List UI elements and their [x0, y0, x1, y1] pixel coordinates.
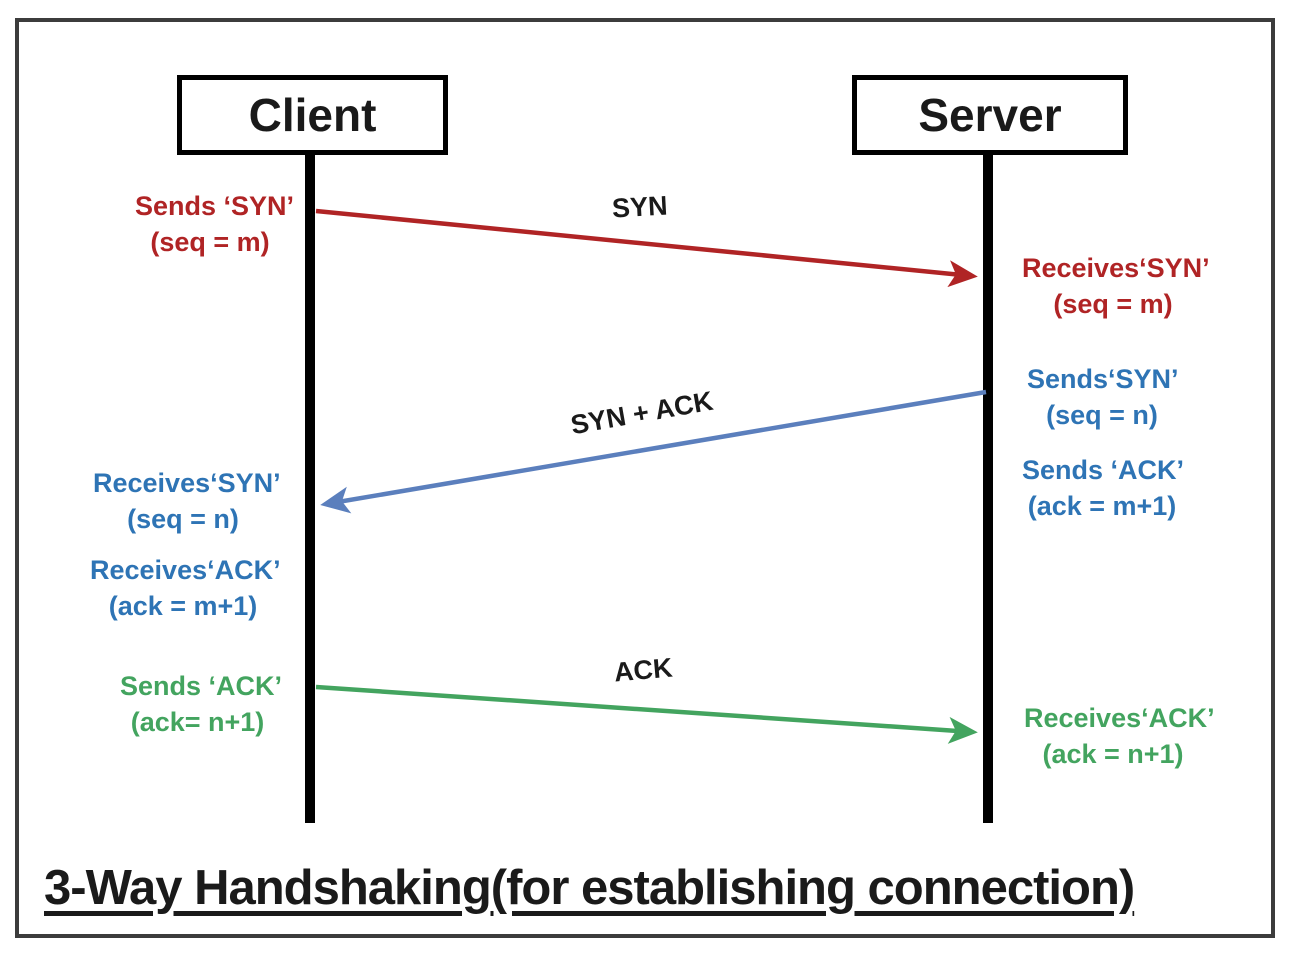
- note-line: (ack= n+1): [130, 707, 265, 737]
- server-actor-box: Server: [852, 75, 1128, 155]
- note-line: (ack = m+1): [108, 591, 258, 621]
- syn-arrow-label: SYN: [611, 190, 669, 224]
- server-sends-ack-note: Sends ‘ACK’ (ack = m+1): [1022, 452, 1185, 524]
- client-sends-syn-note: Sends ‘SYN’ (seq = m): [135, 188, 295, 260]
- client-actor-box: Client: [177, 75, 448, 155]
- note-line: (seq = m): [1053, 289, 1173, 319]
- note-line: (ack = m+1): [1027, 491, 1177, 521]
- client-sends-ack-note: Sends ‘ACK’ (ack= n+1): [120, 668, 283, 740]
- note-line: Sends ‘SYN’: [135, 191, 295, 221]
- client-receives-ack-note: Receives‘ACK’ (ack = m+1): [90, 552, 281, 624]
- note-line: Receives‘ACK’: [1024, 703, 1215, 733]
- note-line: Receives‘ACK’: [90, 555, 281, 585]
- server-label: Server: [918, 89, 1062, 141]
- server-sends-syn-note: Sends‘SYN’ (seq = n): [1027, 361, 1179, 433]
- client-label: Client: [248, 89, 377, 141]
- note-line: Sends ‘ACK’: [120, 671, 283, 701]
- note-line: Receives‘SYN’: [1022, 253, 1210, 283]
- note-line: Receives‘SYN’: [93, 468, 281, 498]
- client-lifeline: [305, 153, 315, 823]
- note-line: Sends‘SYN’: [1027, 364, 1179, 394]
- diagram-title: 3-Way Handshaking(for establishing conne…: [44, 861, 1135, 915]
- server-lifeline: [983, 153, 993, 823]
- note-line: Sends ‘ACK’: [1022, 455, 1185, 485]
- client-receives-syn-note: Receives‘SYN’ (seq = n): [93, 465, 281, 537]
- server-receives-ack-note: Receives‘ACK’ (ack = n+1): [1024, 700, 1215, 772]
- ack-arrow-label: ACK: [612, 652, 674, 688]
- note-line: (seq = n): [127, 504, 239, 534]
- note-line: (seq = n): [1046, 400, 1158, 430]
- note-line: (seq = m): [150, 227, 270, 257]
- server-receives-syn-note: Receives‘SYN’ (seq = m): [1022, 250, 1210, 322]
- note-line: (ack = n+1): [1042, 739, 1184, 769]
